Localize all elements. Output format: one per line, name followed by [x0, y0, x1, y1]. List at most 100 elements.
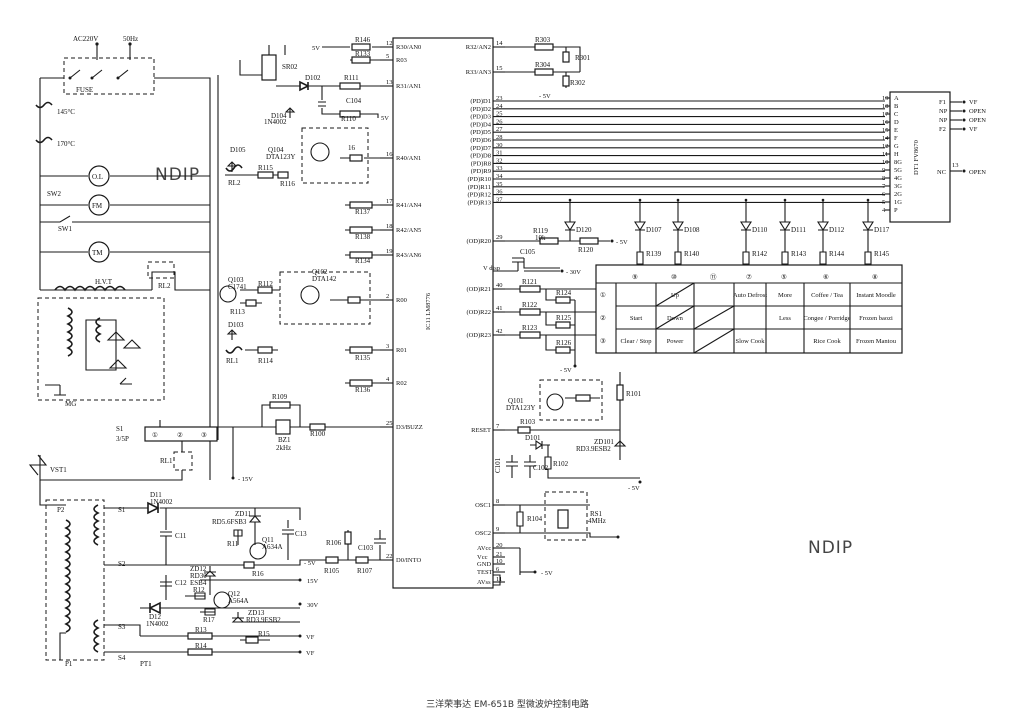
- r13-label: R13: [195, 626, 207, 634]
- zd12-part2: ESB4: [190, 579, 207, 587]
- pd-line-6-name: (PD)D7: [470, 145, 491, 152]
- zd101-label: ZD101: [594, 438, 614, 446]
- rs1-label: RS1: [590, 510, 603, 518]
- r135-label: R135: [355, 354, 371, 362]
- mcu-power-num-3: 6: [496, 566, 500, 573]
- q12-part: A564A: [228, 597, 249, 605]
- q102-label: Q102: [312, 268, 328, 276]
- zd11-label: ZD11: [235, 510, 252, 518]
- keypad-col-mark-5: ⑥: [823, 273, 829, 281]
- q11-label: Q11: [262, 536, 274, 544]
- turntable-motor-circle: [88, 241, 110, 263]
- res-R140: R140: [684, 250, 700, 258]
- zd11-part: RD5.6FSB3: [212, 518, 247, 526]
- s4-label: S4: [118, 654, 126, 662]
- pd-line-12-name: (PD)R12: [468, 192, 491, 199]
- zd13-label: ZD13: [248, 609, 265, 617]
- pd-line-10-name: (PD)R10: [468, 176, 491, 183]
- d101-label: D101: [525, 434, 541, 442]
- mcu-rpin-15-name: R33/AN3: [466, 69, 491, 76]
- vfd-pinlabel-18: B: [894, 103, 899, 110]
- res-R144: R144: [829, 250, 845, 258]
- mcu-rpin-14-name: R32/AN2: [466, 44, 491, 51]
- vfd-name: DT1 FV8670: [913, 140, 920, 175]
- sw1-label: SW1: [58, 225, 73, 233]
- rl1b-label: RL1: [226, 357, 239, 365]
- pd-line-10-pin: 34: [496, 173, 503, 180]
- keypad-key-r1-c1: Down: [667, 315, 684, 322]
- pd-line-0-name: (PD)D1: [470, 98, 491, 105]
- q101-label: Q101: [508, 397, 524, 405]
- mcu-rpin-14-num: 14: [496, 40, 503, 47]
- d11-part: 1N4002: [150, 498, 173, 506]
- mcu-power-num-1: 21: [496, 551, 503, 558]
- vfd-pin-15: 15: [882, 127, 889, 134]
- diode-D107: D107: [646, 226, 662, 234]
- c105-label: C105: [520, 248, 536, 256]
- zd13-part: RD3.9ESB2: [246, 616, 281, 624]
- pd-line-9-pin: 33: [496, 165, 503, 172]
- r124-label: R124: [556, 289, 572, 297]
- vdisp-label: V disp: [483, 265, 500, 272]
- diode-D108: D108: [684, 226, 700, 234]
- vfd-pin-4: 4: [882, 207, 886, 214]
- bz1-label: BZ1: [278, 436, 291, 444]
- supply-vf2-label: VF: [306, 650, 315, 657]
- keypad-col-mark-2: ⑪: [710, 273, 717, 281]
- mcu-pin-3-num: 3: [386, 343, 389, 350]
- keypad-key-r0-c5: Coffee / Tea: [811, 292, 843, 299]
- c104-label: C104: [346, 97, 362, 105]
- magnetron-label: MG: [65, 400, 76, 408]
- mcu-pin-16-num: 16: [386, 151, 393, 158]
- thermal-170-label: 170°C: [57, 140, 75, 148]
- hvt-label: H.V.T: [95, 278, 113, 286]
- mcu-power-0: AVcc: [477, 545, 491, 552]
- vfd-pinlabel-9: 5G: [894, 167, 902, 174]
- r104-label: R104: [527, 515, 543, 523]
- connector-sub: 3/5P: [116, 435, 129, 443]
- keypad-key-r2-c5: Rice Cook: [813, 338, 841, 345]
- r120-label: R120: [578, 246, 594, 254]
- q104-part: DTA123Y: [266, 153, 295, 161]
- ol-label: O.L: [92, 173, 103, 181]
- vfd-right-pin-2: NP: [939, 117, 948, 124]
- vfd-right-pin-3: F2: [939, 126, 946, 133]
- d102-label: D102: [305, 74, 321, 82]
- vfd-pinlabel-17: C: [894, 111, 898, 118]
- pt1-label: PT1: [140, 660, 152, 668]
- r105-label: R105: [324, 567, 340, 575]
- bz1-freq: 2kHz: [276, 444, 291, 452]
- r106-label: R106: [326, 539, 342, 547]
- mcu-rpin-9-name: OSC2: [475, 530, 491, 537]
- mcu-pin-17-num: 17: [386, 198, 393, 205]
- mcu-rpin-40-name: (OD)R21: [466, 286, 491, 293]
- keypad-key-r2-c3: Slow Cook: [735, 338, 765, 345]
- r101-label: R101: [626, 390, 642, 398]
- supply-5v-top: 5V: [312, 45, 320, 52]
- res-R143: R143: [791, 250, 807, 258]
- zd101-part: RD3.9ESB2: [576, 445, 611, 453]
- d104-part: 1N4002: [264, 118, 287, 126]
- s1-label: S1: [118, 506, 126, 514]
- vfd-pinlabel-16: D: [894, 119, 899, 126]
- vfd-display: [889, 91, 951, 223]
- res-R145: R145: [874, 250, 890, 258]
- mcu-pin-5-name: R03: [396, 57, 407, 64]
- q12-label: Q12: [228, 590, 241, 598]
- sr02-label: SR02: [282, 63, 298, 71]
- diode-D120: D120: [576, 226, 592, 234]
- r146-label: R146: [355, 36, 371, 44]
- mcu-rpin-9-num: 9: [496, 526, 499, 533]
- res-R142: R142: [752, 250, 768, 258]
- mcu-pin-2-name: R00: [396, 297, 407, 304]
- pd-line-11-pin: 35: [496, 181, 503, 188]
- q103-part: C1741: [228, 283, 247, 291]
- r113-label: R113: [230, 308, 245, 316]
- vfd-pinlabel-8: 4G: [894, 175, 902, 182]
- r303-label: R303: [535, 36, 551, 44]
- mcu-rpin-29-name: (OD)R20: [466, 238, 491, 245]
- r17-label: R17: [203, 616, 215, 624]
- c12-label: C12: [175, 579, 187, 587]
- r112-label: R112: [258, 280, 273, 288]
